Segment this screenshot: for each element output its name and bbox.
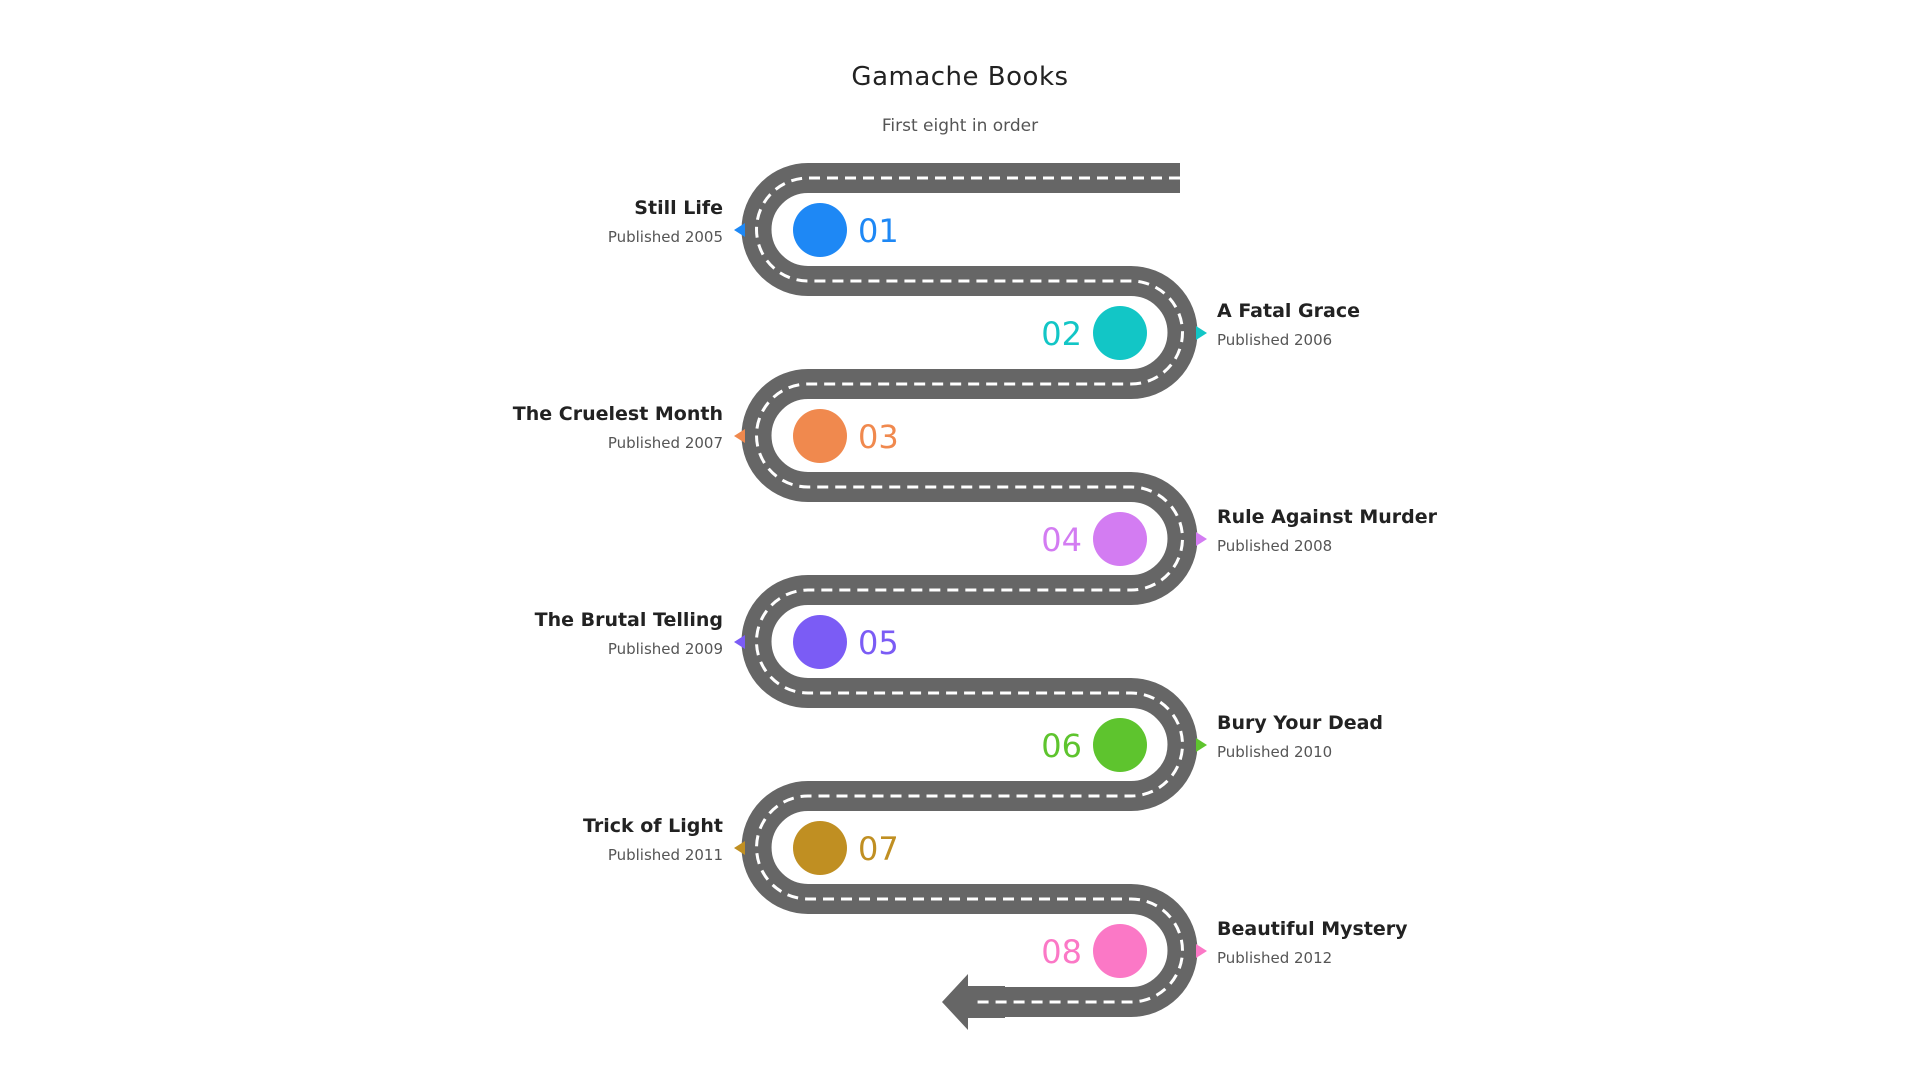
step-subtitle-06: Published 2010 [1217, 743, 1332, 761]
step-subtitle-02: Published 2006 [1217, 331, 1332, 349]
step-number-08: 08 [1041, 933, 1082, 971]
step-circle-06 [1093, 718, 1147, 772]
step-title-05: The Brutal Telling [535, 609, 723, 631]
step-pointer-04 [1196, 532, 1207, 546]
step-circle-07 [793, 821, 847, 875]
step-title-06: Bury Your Dead [1217, 712, 1383, 734]
page-subtitle: First eight in order [881, 116, 1039, 136]
step-circle-03 [793, 409, 847, 463]
road-lane-marking [755, 176, 1184, 1004]
step-circle-01 [793, 203, 847, 257]
step-subtitle-05: Published 2009 [608, 640, 723, 658]
step-subtitle-03: Published 2007 [608, 434, 723, 452]
step-circle-02 [1093, 306, 1147, 360]
step-subtitle-07: Published 2011 [608, 846, 723, 864]
step-pointer-08 [1196, 944, 1207, 958]
step-title-03: The Cruelest Month [513, 403, 723, 425]
step-subtitle-01: Published 2005 [608, 228, 723, 246]
step-pointer-02 [1196, 326, 1207, 340]
step-pointer-05 [734, 635, 745, 649]
step-number-01: 01 [858, 212, 899, 250]
step-circle-04 [1093, 512, 1147, 566]
road-arrow-head [942, 974, 1005, 1030]
step-title-02: A Fatal Grace [1217, 300, 1360, 322]
step-number-04: 04 [1041, 521, 1082, 559]
step-title-01: Still Life [634, 197, 723, 219]
step-number-03: 03 [858, 418, 899, 456]
step-subtitle-04: Published 2008 [1217, 537, 1332, 555]
step-circle-05 [793, 615, 847, 669]
step-circle-08 [1093, 924, 1147, 978]
step-number-07: 07 [858, 830, 899, 868]
step-title-08: Beautiful Mystery [1217, 918, 1408, 940]
step-pointer-03 [734, 429, 745, 443]
step-title-07: Trick of Light [583, 815, 723, 837]
step-subtitle-08: Published 2012 [1217, 949, 1332, 967]
step-number-02: 02 [1041, 315, 1082, 353]
step-pointer-07 [734, 841, 745, 855]
step-number-05: 05 [858, 624, 899, 662]
step-number-06: 06 [1041, 727, 1082, 765]
step-pointer-06 [1196, 738, 1207, 752]
step-pointer-01 [734, 223, 745, 237]
page-title: Gamache Books [851, 62, 1069, 92]
step-title-04: Rule Against Murder [1217, 506, 1438, 528]
